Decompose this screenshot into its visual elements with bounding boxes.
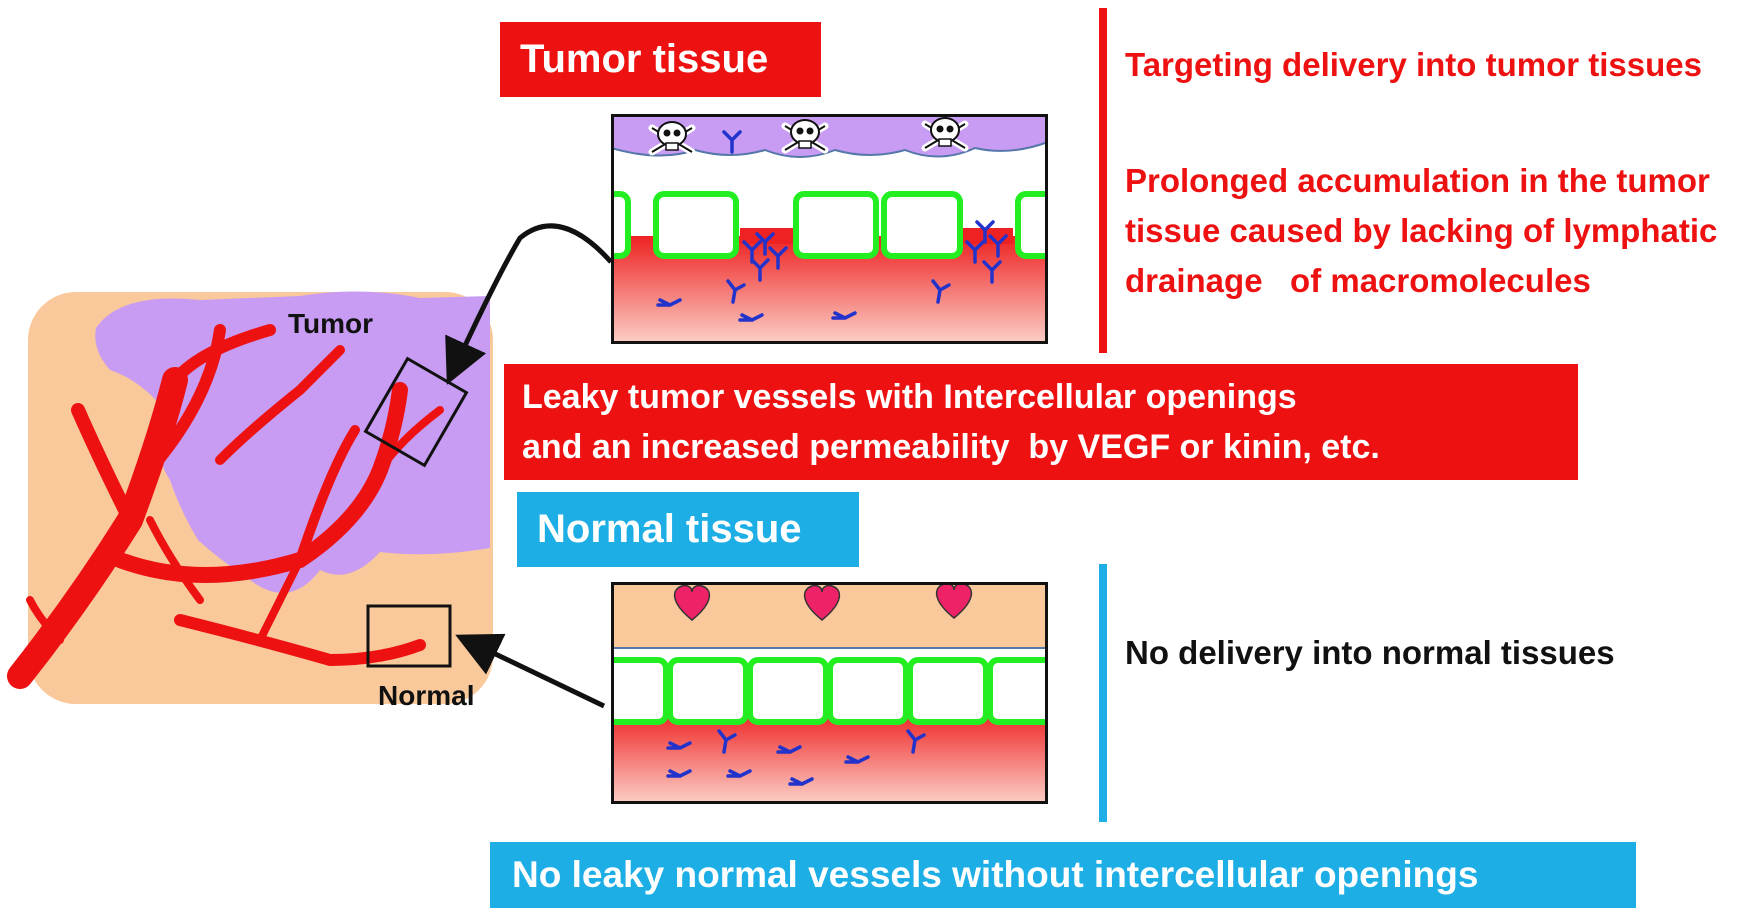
tumor-divider-bar bbox=[1099, 8, 1107, 353]
normal-blood-lumen bbox=[611, 710, 1048, 804]
skull-icon bbox=[921, 117, 969, 152]
normal-map-label: Normal bbox=[378, 680, 475, 711]
healthy-cell-icons bbox=[673, 582, 973, 621]
normal-arrow bbox=[455, 633, 606, 709]
tissue-map bbox=[7, 291, 493, 704]
tumor-antibodies bbox=[656, 130, 1008, 322]
heart-icon bbox=[935, 582, 973, 619]
normal-zoom-box bbox=[366, 604, 452, 668]
normal-tissue-title: Normal tissue bbox=[517, 492, 859, 567]
tumor-benefit-1: Targeting delivery into tumor tissues bbox=[1125, 46, 1703, 83]
vessel-tree bbox=[7, 324, 444, 689]
tumor-endothelial-cells bbox=[611, 191, 1048, 259]
tumor-vessel-detail bbox=[611, 114, 1048, 344]
tumor-zoom-box bbox=[363, 356, 469, 468]
skull-icon bbox=[648, 121, 696, 156]
normal-outcome: No delivery into normal tissues bbox=[1125, 634, 1615, 671]
tumor-arrow bbox=[445, 223, 613, 385]
tumor-vessel-banner: Leaky tumor vessels with Intercellular o… bbox=[504, 364, 1578, 480]
tumor-map-label: Tumor bbox=[288, 308, 374, 339]
normal-divider-bar bbox=[1099, 564, 1107, 822]
tumor-cell-death-icons bbox=[648, 117, 969, 156]
skull-icon bbox=[781, 119, 829, 154]
tumor-tissue-title: Tumor tissue bbox=[500, 22, 821, 97]
normal-vessel-banner: No leaky normal vessels without intercel… bbox=[490, 842, 1636, 908]
normal-antibodies bbox=[666, 729, 926, 786]
normal-endothelial-cells bbox=[611, 657, 1048, 725]
heart-icon bbox=[673, 584, 711, 621]
normal-vessel-detail bbox=[611, 582, 1048, 804]
tumor-benefit-2: Prolonged accumulation in the tumor tiss… bbox=[1125, 162, 1718, 299]
heart-icon bbox=[803, 584, 841, 621]
